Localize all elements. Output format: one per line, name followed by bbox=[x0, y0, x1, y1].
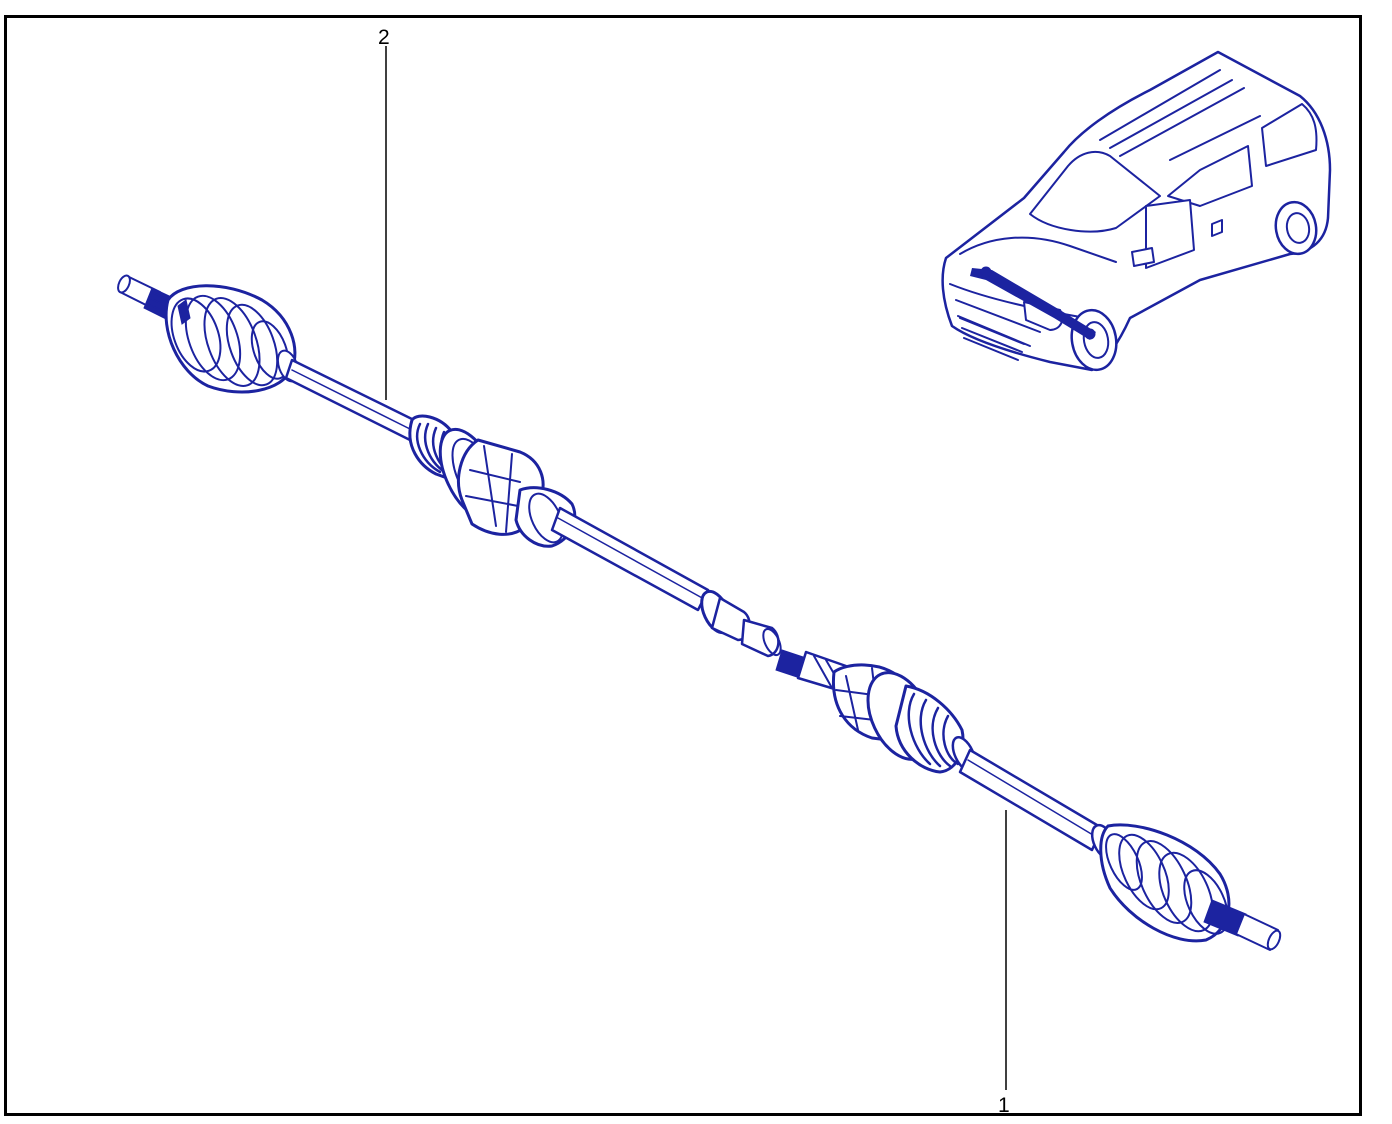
vehicle-locator-icon bbox=[941, 50, 1332, 372]
shaft-bar-lower bbox=[958, 748, 1104, 852]
callout-1-label[interactable]: 1 bbox=[998, 1094, 1010, 1117]
shaft-bar-middle bbox=[550, 506, 710, 612]
support-bearing bbox=[700, 589, 782, 658]
diagram-frame bbox=[4, 15, 1362, 1116]
driveshaft-right[interactable] bbox=[775, 649, 1283, 951]
inner-boot-right bbox=[866, 671, 977, 774]
driveshaft-left[interactable] bbox=[116, 274, 785, 658]
shaft-bar-upper bbox=[284, 358, 420, 442]
callout-2-label[interactable]: 2 bbox=[378, 26, 390, 49]
outer-stub-shaft-right bbox=[1203, 899, 1282, 951]
outer-cv-boot-right bbox=[1090, 823, 1231, 943]
outer-cv-boot bbox=[164, 284, 300, 394]
